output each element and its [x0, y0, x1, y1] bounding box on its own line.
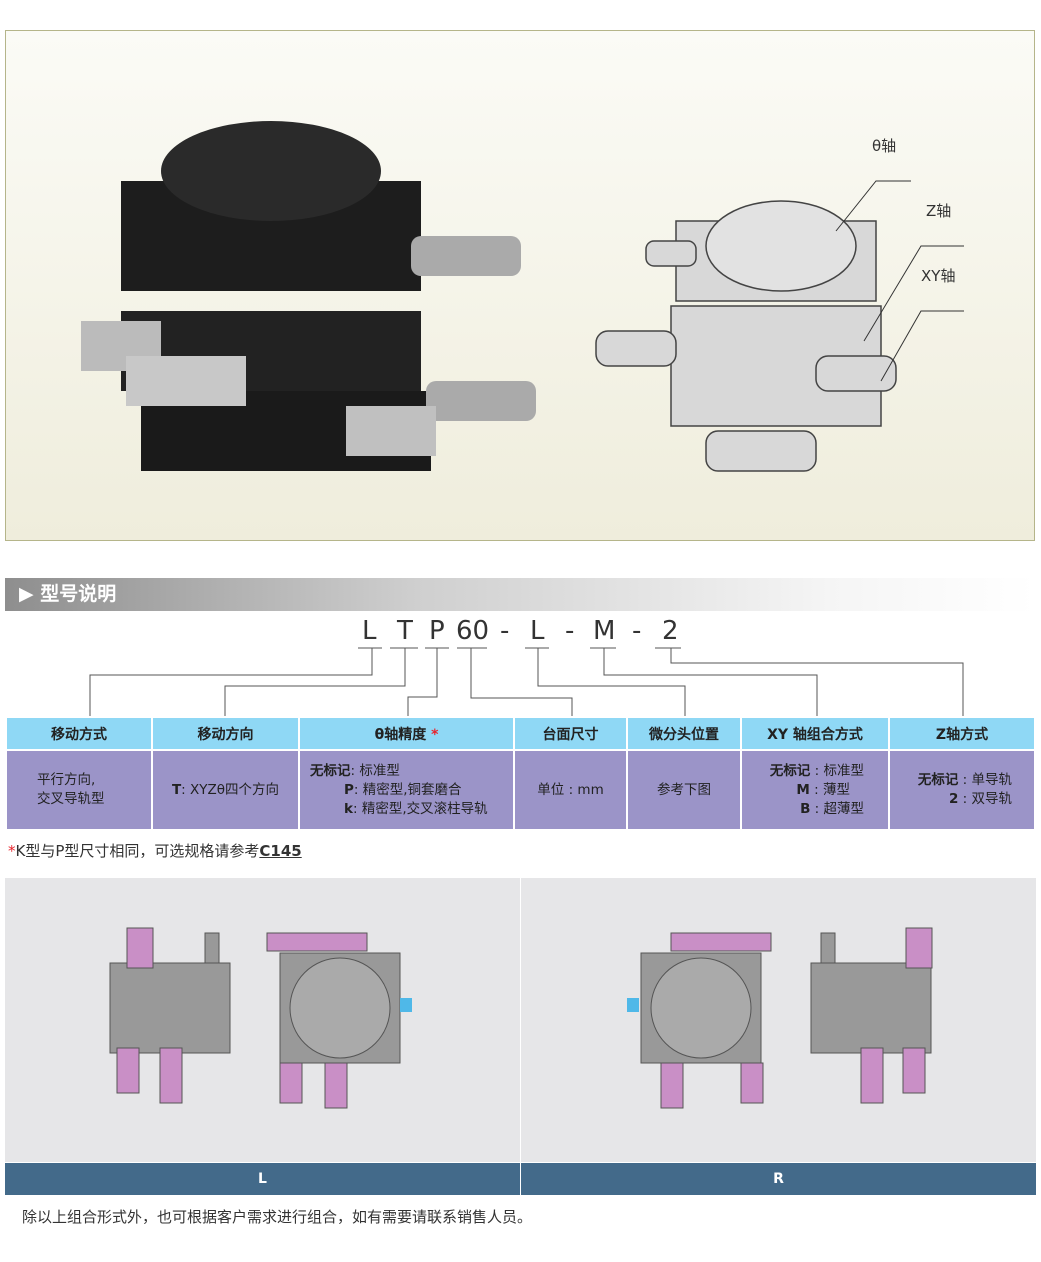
- col-header: 移动方式: [5, 716, 153, 751]
- section-title: 型号说明: [40, 583, 117, 605]
- layout-l-drawing: [109, 927, 412, 1109]
- layout-r-drawing: [627, 927, 933, 1109]
- code-separator: -: [500, 616, 510, 646]
- connector-lines: [89, 647, 964, 717]
- col-header: XY 轴组合方式: [740, 716, 890, 751]
- code-part: 2: [662, 616, 679, 646]
- stage-photo: [81, 121, 536, 471]
- code-part: T: [397, 616, 413, 646]
- col-header: 微分头位置: [626, 716, 742, 751]
- layout-panel-r: [521, 878, 1036, 1162]
- code-part: P: [429, 616, 445, 646]
- layout-panel-l: [5, 878, 520, 1162]
- code-part: M: [593, 616, 616, 646]
- code-separator: -: [632, 616, 642, 646]
- cell-xy-combination: 无标记 : 标准型 M : 薄型 B : 超薄型: [740, 749, 890, 831]
- xy-axis-label: XY轴: [921, 267, 955, 285]
- product-photo-panel: θ轴 Z轴 XY轴: [5, 30, 1035, 541]
- layout-label-l: L: [5, 1163, 520, 1195]
- col-header: 台面尺寸: [513, 716, 628, 751]
- footer-note: 除以上组合形式外，也可根据客户需求进行组合，如有需要请联系销售人员。: [22, 1208, 533, 1226]
- product-illustration: θ轴 Z轴 XY轴: [81, 121, 964, 472]
- col-header: 移动方向: [151, 716, 300, 751]
- section-header: ▶ 型号说明: [5, 578, 1035, 611]
- cell-table-size: 单位 : mm: [513, 749, 628, 831]
- table-header-row: 移动方式 移动方向 θ轴精度 * 台面尺寸 微分头位置 XY 轴组合方式 Z轴方…: [5, 716, 1036, 751]
- code-part: L: [530, 616, 545, 646]
- footnote: *K型与P型尺寸相同，可选规格请参考C145: [8, 842, 302, 860]
- col-header: θ轴精度 *: [298, 716, 515, 751]
- model-spec-table: 移动方式 移动方向 θ轴精度 * 台面尺寸 微分头位置 XY 轴组合方式 Z轴方…: [5, 716, 1036, 831]
- code-part: 60: [456, 616, 490, 646]
- cell-direction: T: XYZθ四个方向: [151, 749, 300, 831]
- code-part: L: [362, 616, 377, 646]
- cell-z-type: 无标记 : 单导轨 2 : 双导轨: [888, 749, 1036, 831]
- triangle-icon: ▶: [19, 583, 41, 605]
- cell-theta-accuracy: 无标记: 标准型 P: 精密型,铜套磨合 k: 精密型,交叉滚柱导轨: [298, 749, 515, 831]
- cell-move-type: 平行方向,交叉导轨型: [5, 749, 153, 831]
- code-separator: -: [565, 616, 575, 646]
- z-axis-label: Z轴: [926, 202, 951, 220]
- col-header: Z轴方式: [888, 716, 1036, 751]
- table-row: 平行方向,交叉导轨型 T: XYZθ四个方向 无标记: 标准型 P: 精密型,铜…: [5, 749, 1036, 831]
- cell-micrometer-position: 参考下图: [626, 749, 742, 831]
- layout-label-r: R: [521, 1163, 1036, 1195]
- theta-axis-label: θ轴: [872, 137, 896, 155]
- reference-link[interactable]: C145: [259, 842, 302, 860]
- stage-line-drawing: [595, 200, 897, 472]
